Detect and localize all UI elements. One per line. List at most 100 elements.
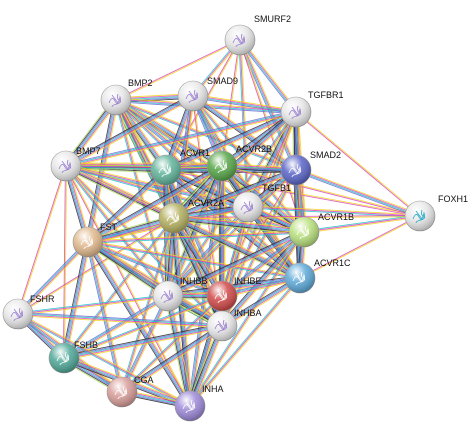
node-inhbb[interactable]: INHBB xyxy=(152,276,208,312)
node-label: BMP2 xyxy=(128,78,153,88)
node-acvr1b[interactable]: ACVR1B xyxy=(288,212,354,248)
edge-line xyxy=(116,40,241,101)
edge-ACVR1C-INHA xyxy=(188,276,302,408)
edge-line xyxy=(173,169,297,219)
node-cga[interactable]: CGA xyxy=(106,375,154,408)
edge-ACVR1-FST xyxy=(86,167,168,245)
edge-line xyxy=(115,100,296,172)
edge-line xyxy=(190,232,306,407)
protein-structure-icon xyxy=(182,399,196,414)
protein-structure-icon xyxy=(114,385,128,400)
edge-line xyxy=(174,216,421,220)
edge-line xyxy=(166,229,304,295)
node-tgfb1[interactable]: TGFB1 xyxy=(232,183,291,223)
edge-line xyxy=(173,168,296,218)
edge-line xyxy=(189,277,301,407)
edge-FOXH1-ACVR1B xyxy=(303,214,421,234)
protein-structure-icon xyxy=(58,159,72,174)
edge-line xyxy=(64,296,223,360)
node-label: FSHR xyxy=(30,294,55,304)
edge-line xyxy=(122,296,224,394)
edge-line xyxy=(63,295,168,358)
node-bmp2[interactable]: BMP2 xyxy=(100,78,153,116)
edge-line xyxy=(65,95,194,167)
edge-FST-ACVR1B xyxy=(87,230,305,244)
edge-line xyxy=(86,243,168,298)
edge-FSHR-INHA xyxy=(17,312,191,408)
node-acvr1[interactable]: ACVR1 xyxy=(150,148,210,186)
edge-line xyxy=(221,231,305,327)
node-smad2[interactable]: SMAD2 xyxy=(280,150,341,186)
edge-INHBB-FSHR xyxy=(17,294,169,316)
edge-line xyxy=(86,168,166,242)
node-fst[interactable]: FST xyxy=(72,222,118,258)
edge-line xyxy=(64,242,90,359)
protein-structure-icon xyxy=(160,289,174,304)
edge-line xyxy=(66,97,195,169)
edge-line xyxy=(64,166,222,328)
edge-line xyxy=(174,170,297,220)
edge-line xyxy=(17,241,88,314)
protein-structure-icon xyxy=(288,105,302,120)
edge-line xyxy=(295,170,420,217)
node-label: SMAD9 xyxy=(207,76,238,86)
edge-TGFBR1-BMP7 xyxy=(65,109,297,169)
node-foxh1[interactable]: FOXH1 xyxy=(404,194,468,232)
edge-line xyxy=(120,217,174,392)
edge-line xyxy=(220,230,304,326)
edge-line xyxy=(170,218,220,328)
node-inha[interactable]: INHA xyxy=(174,384,224,422)
edge-ACVR1B-INHBB xyxy=(166,229,306,299)
edge-FOXH1-ACVR1C xyxy=(299,215,421,279)
node-inhba[interactable]: INHBA xyxy=(206,308,262,342)
edge-line xyxy=(165,170,420,218)
edge-line xyxy=(87,243,222,299)
edge-ACVR2B-FOXH1 xyxy=(221,165,421,217)
edge-line xyxy=(17,165,66,314)
edge-line xyxy=(220,109,295,165)
node-tgfbr1[interactable]: TGFBR1 xyxy=(280,90,344,128)
node-smad9[interactable]: SMAD9 xyxy=(177,76,238,112)
edge-line xyxy=(222,279,302,329)
edge-line xyxy=(88,240,301,278)
edge-line xyxy=(223,164,303,277)
node-label: INHA xyxy=(202,384,224,394)
edge-line xyxy=(66,112,297,167)
edge-line xyxy=(173,214,420,218)
node-label: FOXH1 xyxy=(438,194,468,204)
edge-line xyxy=(121,325,223,393)
node-acvr2a[interactable]: ACVR2A xyxy=(158,198,224,234)
node-bmp7[interactable]: BMP7 xyxy=(50,146,101,182)
protein-structure-icon xyxy=(214,289,228,304)
node-inhbe[interactable]: INHBE xyxy=(206,276,262,312)
edge-line xyxy=(88,241,169,296)
node-fshb[interactable]: FSHB xyxy=(48,340,98,374)
node-label: SMURF2 xyxy=(254,14,291,24)
edge-line xyxy=(122,326,223,394)
edge-line xyxy=(173,219,304,235)
edge-line xyxy=(172,218,222,297)
edge-line xyxy=(174,214,305,230)
node-smurf2[interactable]: SMURF2 xyxy=(224,14,291,56)
node-label: FSHB xyxy=(74,340,98,350)
edge-line xyxy=(88,241,223,296)
edge-line xyxy=(87,241,301,279)
node-acvr1c[interactable]: ACVR1C xyxy=(284,258,351,294)
edge-line xyxy=(87,230,304,242)
edge-line xyxy=(165,110,296,170)
edge-line xyxy=(167,276,300,296)
node-acvr2b[interactable]: ACVR2B xyxy=(206,144,272,182)
edge-line xyxy=(123,296,170,393)
edge-line xyxy=(299,215,420,278)
node-label: ACVR1 xyxy=(180,148,210,158)
edge-line xyxy=(193,93,297,111)
edge-line xyxy=(17,295,169,315)
edge-line xyxy=(172,167,296,217)
edge-SMAD9-BMP7 xyxy=(64,93,195,169)
node-label: INHBE xyxy=(234,276,262,286)
edge-line xyxy=(66,164,305,232)
edge-line xyxy=(175,216,225,296)
edge-line xyxy=(66,165,191,406)
node-fshr[interactable]: FSHR xyxy=(2,294,55,330)
